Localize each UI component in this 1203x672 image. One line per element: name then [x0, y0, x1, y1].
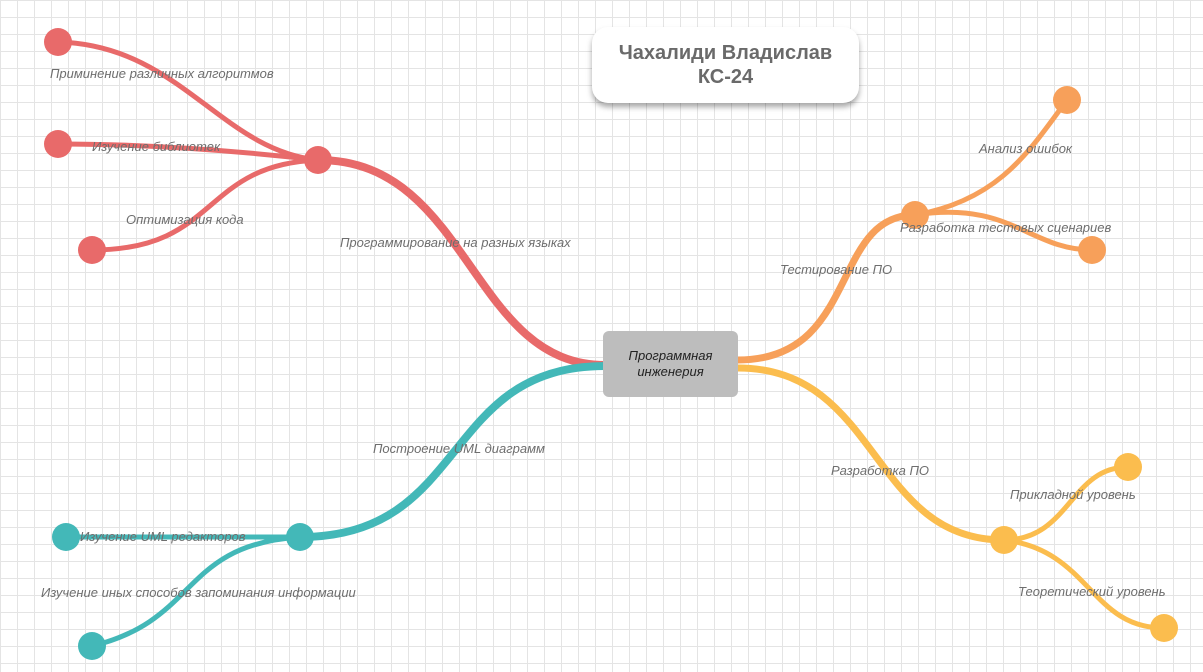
orange-child-line-scenarios: [912, 209, 1095, 253]
testing-branch-line: [734, 211, 919, 364]
development-hub-node[interactable]: [990, 526, 1018, 554]
libraries-label: Изучение библиотек: [92, 139, 221, 154]
central-topic-label: Программная инженерия: [628, 348, 713, 379]
programming-branch-line: [314, 156, 609, 369]
uml-branch-line: [296, 362, 609, 541]
orange-child-line-errors: [912, 97, 1070, 218]
programming-branch-label: Программирование на разных языках: [340, 235, 571, 250]
development-branch-line: [734, 364, 1008, 544]
optimization-label: Оптимизация кода: [126, 212, 244, 227]
testing-branch-label: Тестирование ПО: [780, 262, 892, 277]
algorithms-label: Приминение различных алгоритмов: [50, 66, 274, 81]
uml-hub-node[interactable]: [286, 523, 314, 551]
other-methods-label: Изучение иных способов запоминания инфор…: [41, 585, 356, 600]
libraries-leaf-node[interactable]: [44, 130, 72, 158]
applied-label: Прикладной уровень: [1010, 487, 1136, 502]
group-name: КС-24: [697, 66, 754, 88]
uml-editors-leaf-node[interactable]: [52, 523, 80, 551]
title-card[interactable]: Чахалиди Владислав КС-24: [592, 27, 859, 103]
testing-hub-node[interactable]: [901, 201, 929, 229]
theoretical-leaf-node[interactable]: [1150, 614, 1178, 642]
scenarios-label: Разработка тестовых сценариев: [900, 220, 1111, 235]
errors-label: Анализ ошибок: [978, 141, 1073, 156]
teal-child-line-other-methods: [89, 534, 303, 649]
yellow-child-line-theoretical: [1001, 537, 1167, 631]
algorithms-leaf-node[interactable]: [44, 28, 72, 56]
red-child-line-libraries: [55, 141, 321, 163]
other-methods-leaf-node[interactable]: [78, 632, 106, 660]
author-name: Чахалиди Владислав: [618, 42, 833, 64]
optimization-leaf-node[interactable]: [78, 236, 106, 264]
errors-leaf-node[interactable]: [1053, 86, 1081, 114]
uml-branch-label: Построение UML диаграмм: [373, 441, 545, 456]
scenarios-leaf-node[interactable]: [1078, 236, 1106, 264]
yellow-child-line-applied: [1001, 464, 1131, 543]
programming-hub-node[interactable]: [304, 146, 332, 174]
central-topic-node[interactable]: Программная инженерия: [603, 331, 738, 397]
development-branch-label: Разработка ПО: [831, 463, 929, 478]
red-child-line-algorithms: [55, 39, 321, 163]
red-child-line-optimization: [89, 157, 321, 253]
theoretical-label: Теоретический уровень: [1018, 584, 1166, 599]
uml-editors-label: Изучение UML редакторов: [80, 529, 246, 544]
applied-leaf-node[interactable]: [1114, 453, 1142, 481]
